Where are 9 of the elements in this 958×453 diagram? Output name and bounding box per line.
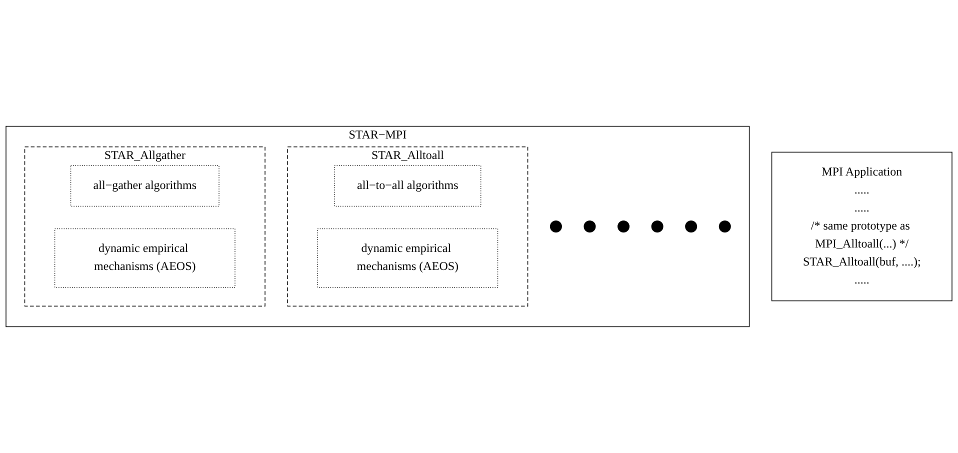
node-box: all−to−all algorithms [334, 165, 482, 207]
node-circle [550, 220, 562, 232]
node-circle [718, 220, 731, 232]
node-box: all−gather algorithms [70, 165, 220, 207]
node-circle [651, 220, 664, 232]
node-circle [584, 220, 596, 232]
node-circle [685, 220, 698, 232]
node-circle [618, 220, 630, 232]
node-box: MPI Application ..... ..... /* same prototype as MPI_Alltoall(...) */ STAR_Alltoall(buf, ....); ..... [771, 152, 952, 302]
